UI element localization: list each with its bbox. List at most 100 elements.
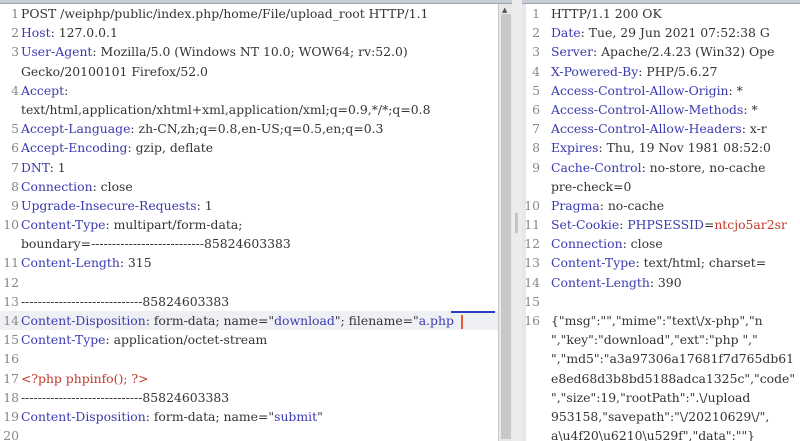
header-name: Upgrade-Insecure-Requests — [21, 197, 197, 213]
line-number: 6 — [532, 101, 540, 117]
line-number: 18 — [3, 389, 19, 405]
line-number: 11 — [524, 217, 540, 233]
text-segment: : 1 — [196, 197, 213, 213]
text-segment: : no-cache — [599, 197, 665, 213]
line-number: 4 — [532, 63, 540, 79]
line-number: 11 — [3, 255, 19, 271]
header-name: Connection — [551, 236, 623, 252]
response-line[interactable]: a\u4f20\u6210\u529f","data":""} — [522, 426, 800, 441]
response-line[interactable]: ","size":19,"rootPath":".\/upload — [522, 388, 800, 407]
text-cursor-icon — [460, 314, 463, 329]
text-segment: : — [64, 82, 69, 98]
text-segment: : 315 — [119, 255, 152, 271]
request-line[interactable]: 20 — [0, 426, 512, 441]
text-segment: : zh-CN,zh;q=0.8,en-US;q=0.5,en;q=0.3 — [130, 121, 384, 137]
text-segment: " — [317, 408, 323, 424]
response-line[interactable]: ","key":"download","ext":"php "," — [522, 330, 800, 349]
line-number: 13 — [3, 293, 19, 309]
header-name: DNT — [21, 159, 50, 175]
text-segment: : x-r — [741, 121, 767, 137]
response-line[interactable]: e8ed68d3b8bd5188adca1325c","code" — [522, 369, 800, 388]
response-line[interactable]: ","md5":"a3a97306a17681f7d765db61 — [522, 349, 800, 368]
line-number: 16 — [3, 351, 19, 367]
request-line[interactable]: 16 — [0, 349, 512, 368]
response-pane-tabbar — [522, 0, 800, 4]
request-line[interactable]: 13-----------------------------858246033… — [0, 292, 512, 311]
header-name: Content-Length — [21, 255, 120, 271]
text-segment: download — [274, 313, 335, 328]
splitter-grip-icon[interactable] — [515, 213, 518, 233]
line-number: 5 — [532, 82, 540, 98]
text-segment: a\u4f20\u6210\u529f","data":""} — [551, 428, 756, 441]
response-line[interactable]: 15 — [522, 292, 800, 311]
request-vertical-scrollbar[interactable]: ▲ — [498, 4, 513, 441]
scrollbar-thumb[interactable] — [501, 14, 511, 439]
text-segment: : Thu, 19 Nov 1981 08:52:0 — [598, 140, 771, 156]
request-line[interactable]: 17<?php phpinfo(); ?> — [0, 369, 512, 388]
response-line[interactable]: 953158,"savepath":"\/20210629\/", — [522, 407, 800, 426]
header-name: PHPSESSID — [627, 217, 704, 233]
text-segment: : gzip, deflate — [127, 140, 214, 156]
text-segment: -----------------------------85824603383 — [21, 389, 230, 405]
response-line[interactable]: 16{"msg":"","mime":"text\/x-php","n — [522, 311, 800, 330]
text-segment: e8ed68d3b8bd5188adca1325c","code" — [551, 370, 796, 386]
line-number: 12 — [524, 236, 540, 252]
pane-splitter[interactable] — [512, 0, 522, 441]
text-segment: : text/html; charset= — [635, 255, 767, 271]
line-number: 3 — [11, 44, 19, 60]
line-number: 7 — [11, 159, 19, 175]
header-name: Expires — [551, 140, 599, 156]
header-name: Accept-Encoding — [21, 140, 128, 156]
request-line[interactable]: text/html,application/xhtml+xml,applicat… — [0, 100, 512, 119]
text-segment: ","key":"download","ext":"php "," — [551, 332, 758, 348]
text-segment: : 390 — [649, 274, 682, 290]
line-number: 10 — [3, 217, 19, 233]
request-line[interactable]: boundary=---------------------------8582… — [0, 234, 512, 253]
line-number: 10 — [524, 197, 540, 213]
text-segment: : * — [743, 101, 758, 117]
request-line[interactable]: Gecko/20100101 Firefox/52.0 — [0, 62, 512, 81]
request-line[interactable]: 12 — [0, 273, 512, 292]
line-number: 4 — [11, 82, 19, 98]
spellcheck-underline — [451, 311, 495, 313]
text-segment: POST /weiphp/public/index.php/home/File/… — [21, 6, 429, 21]
scroll-up-arrow-icon[interactable]: ▲ — [502, 6, 508, 14]
request-line[interactable]: 18-----------------------------858246033… — [0, 388, 512, 407]
line-number: 8 — [11, 178, 19, 194]
response-line[interactable]: pre-check=0 — [522, 177, 800, 196]
text-segment: "; filename=" — [334, 313, 419, 328]
highlighted-value: ntcjo5ar2sr — [714, 217, 787, 233]
